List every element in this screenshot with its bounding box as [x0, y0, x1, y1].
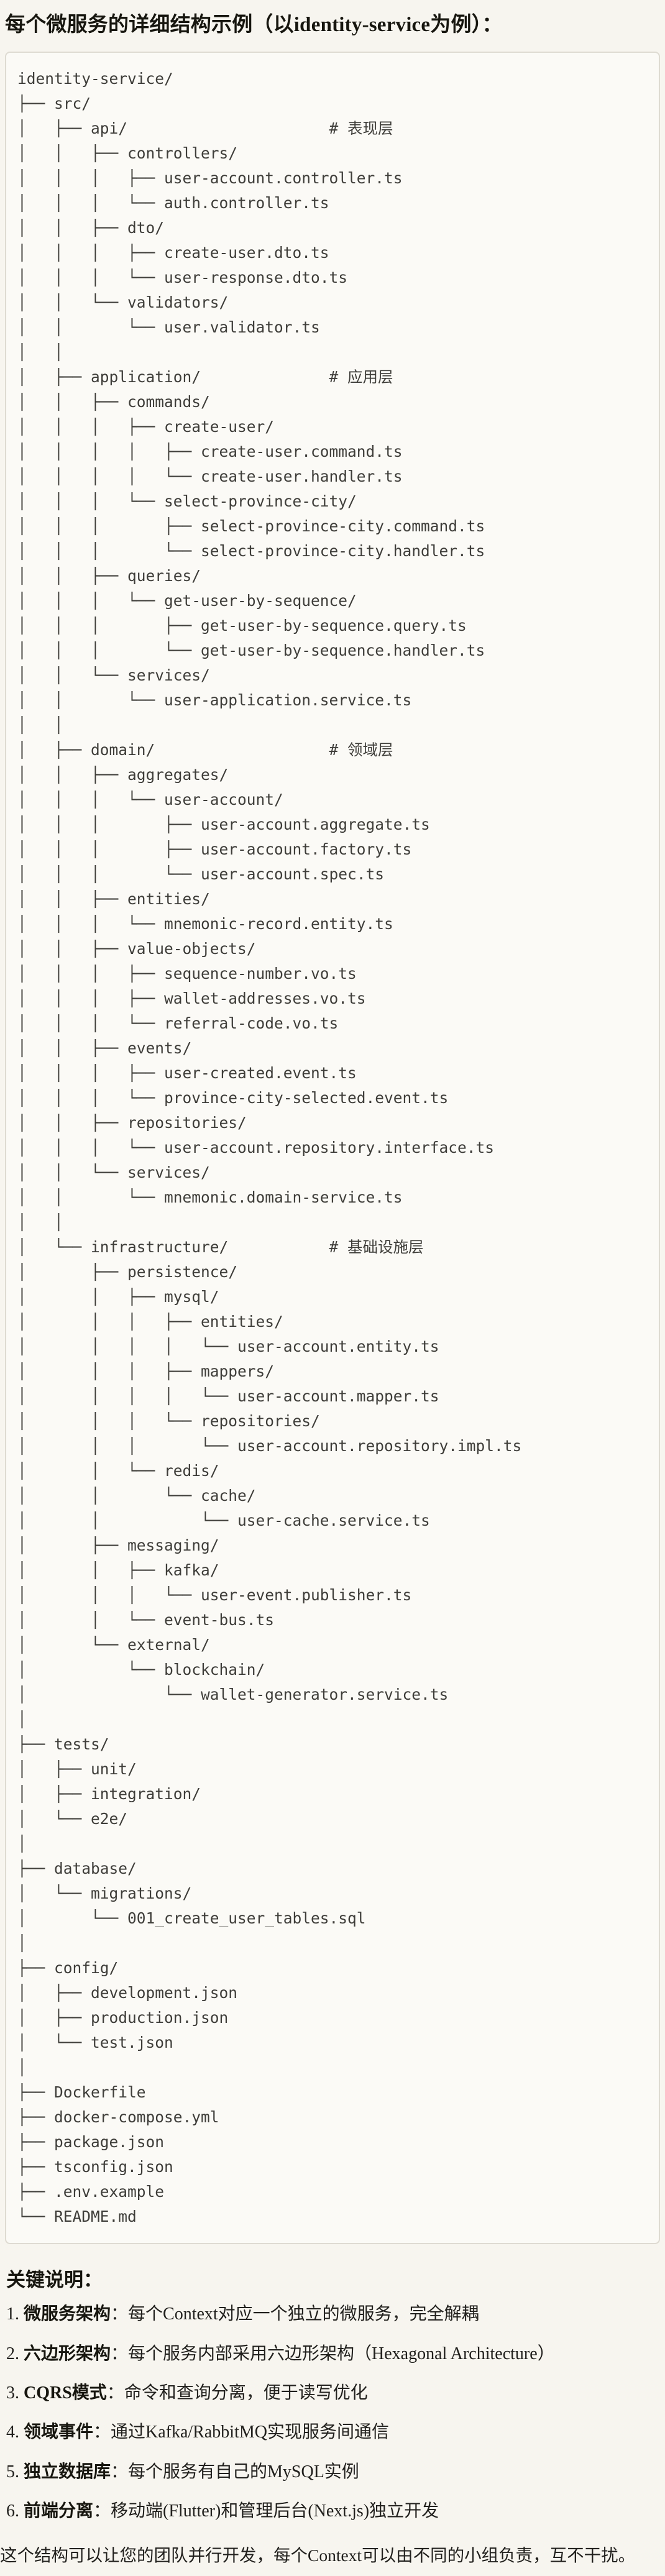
note-label: 微服务架构 [24, 2304, 111, 2324]
note-text: ：命令和查询分离，便于读写优化 [106, 2383, 368, 2403]
note-item-frontend-split: 6.前端分离：移动端(Flutter)和管理后台(Next.js)独立开发 [6, 2500, 660, 2523]
note-item-microservice: 1.微服务架构：每个Context对应一个独立的微服务，完全解耦 [6, 2303, 660, 2326]
note-text: ：移动端(Flutter)和管理后台(Next.js)独立开发 [93, 2501, 439, 2521]
note-label: 前端分离 [24, 2501, 94, 2521]
note-label: CQRS模式 [24, 2383, 107, 2403]
note-item-independent-db: 5.独立数据库：每个服务有自己的MySQL实例 [6, 2461, 660, 2483]
note-label: 六边形架构 [24, 2344, 111, 2363]
note-text: ：每个服务有自己的MySQL实例 [111, 2462, 359, 2482]
note-number: 6. [6, 2501, 19, 2521]
directory-tree-text: identity-service/ ├── src/ │ ├── api/ # … [17, 70, 522, 2226]
notes-heading: 关键说明： [6, 2269, 103, 2291]
note-item-hexagonal: 2. 六边形架构：每个服务内部采用六边形架构（Hexagonal Architec… [6, 2343, 660, 2365]
note-label: 独立数据库 [24, 2462, 111, 2482]
notes-list: 1.微服务架构：每个Context对应一个独立的微服务，完全解耦 2. 六边形架构… [5, 2303, 660, 2523]
note-item-cqrs: 3.CQRS模式：命令和查询分离，便于读写优化 [6, 2382, 660, 2404]
code-block: identity-service/ ├── src/ │ ├── api/ # … [5, 52, 660, 2245]
note-text: ：通过Kafka/RabbitMQ实现服务间通信 [93, 2422, 389, 2442]
note-number: 1. [6, 2304, 19, 2324]
note-number: 3. [6, 2383, 19, 2403]
note-number: 4. [6, 2422, 19, 2442]
page-title: 每个微服务的详细结构示例（以identity-service为例）： [5, 14, 503, 36]
note-text: ：每个Context对应一个独立的微服务，完全解耦 [111, 2304, 479, 2324]
note-text: ：每个服务内部采用六边形架构（Hexagonal Architecture） [111, 2344, 555, 2363]
closing-paragraph: 这个结构可以让您的团队并行开发，每个Context可以由不同的小组负责，互不干扰… [0, 2545, 636, 2565]
note-number: 5. [6, 2462, 19, 2482]
note-label: 领域事件 [24, 2422, 94, 2442]
note-number: 2. [6, 2344, 19, 2363]
note-item-domain-events: 4.领域事件：通过Kafka/RabbitMQ实现服务间通信 [6, 2421, 660, 2444]
